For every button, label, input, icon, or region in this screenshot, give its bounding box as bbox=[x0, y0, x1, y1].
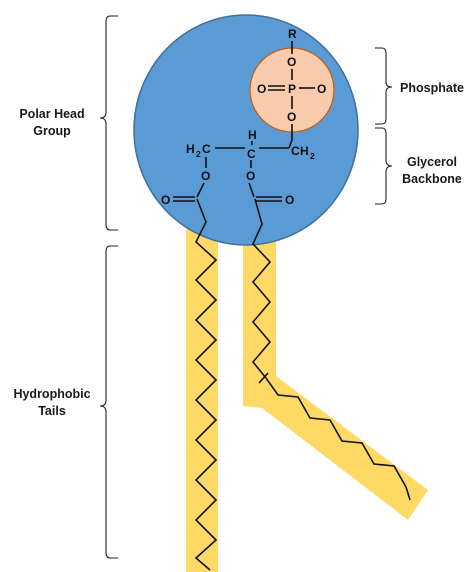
label-polar-head-line2: Group bbox=[33, 124, 71, 138]
atom-o-carbonyl-left: O bbox=[161, 193, 170, 207]
fatty-chain-right-lower bbox=[265, 377, 411, 501]
atom-o-ester-right: O bbox=[246, 169, 255, 183]
atom-c-middle: C bbox=[247, 147, 256, 161]
sub-2-left: 2 bbox=[196, 149, 201, 159]
fatty-chain-left bbox=[194, 198, 218, 571]
atom-c-left: C bbox=[202, 142, 211, 156]
brace-phosphate bbox=[375, 47, 393, 125]
polar-head-circle bbox=[133, 14, 359, 246]
atom-h-left: H bbox=[186, 142, 195, 156]
atom-o-left: O bbox=[257, 82, 266, 96]
sub-2-right: 2 bbox=[310, 151, 315, 161]
atom-c-right: C bbox=[291, 144, 300, 158]
atom-p: P bbox=[288, 82, 296, 96]
label-hydrophobic-line2: Tails bbox=[38, 404, 66, 418]
brace-glycerol bbox=[375, 127, 393, 205]
label-polar-head-line1: Polar Head bbox=[19, 107, 84, 121]
fatty-chain-right-upper bbox=[251, 198, 272, 379]
atom-r: R bbox=[288, 27, 297, 41]
atom-o-top: O bbox=[287, 55, 296, 69]
atom-h-right: H bbox=[300, 144, 309, 158]
brace-hydrophobic-tails bbox=[99, 245, 118, 559]
atom-o-right: O bbox=[317, 82, 326, 96]
label-phosphate: Phosphate bbox=[400, 81, 464, 95]
label-glycerol-line2: Backbone bbox=[402, 172, 462, 186]
label-hydrophobic-line1: Hydrophobic bbox=[13, 387, 90, 401]
cis-double-bond bbox=[258, 372, 269, 384]
atom-o-carbonyl-right: O bbox=[285, 193, 294, 207]
atom-o-bottom: O bbox=[287, 110, 296, 124]
atom-o-ester-left: O bbox=[201, 169, 210, 183]
label-glycerol-line1: Glycerol bbox=[407, 155, 457, 169]
brace-polar-head bbox=[99, 15, 118, 231]
atom-h-middle: H bbox=[248, 128, 257, 142]
tail-band-right bbox=[243, 232, 428, 520]
